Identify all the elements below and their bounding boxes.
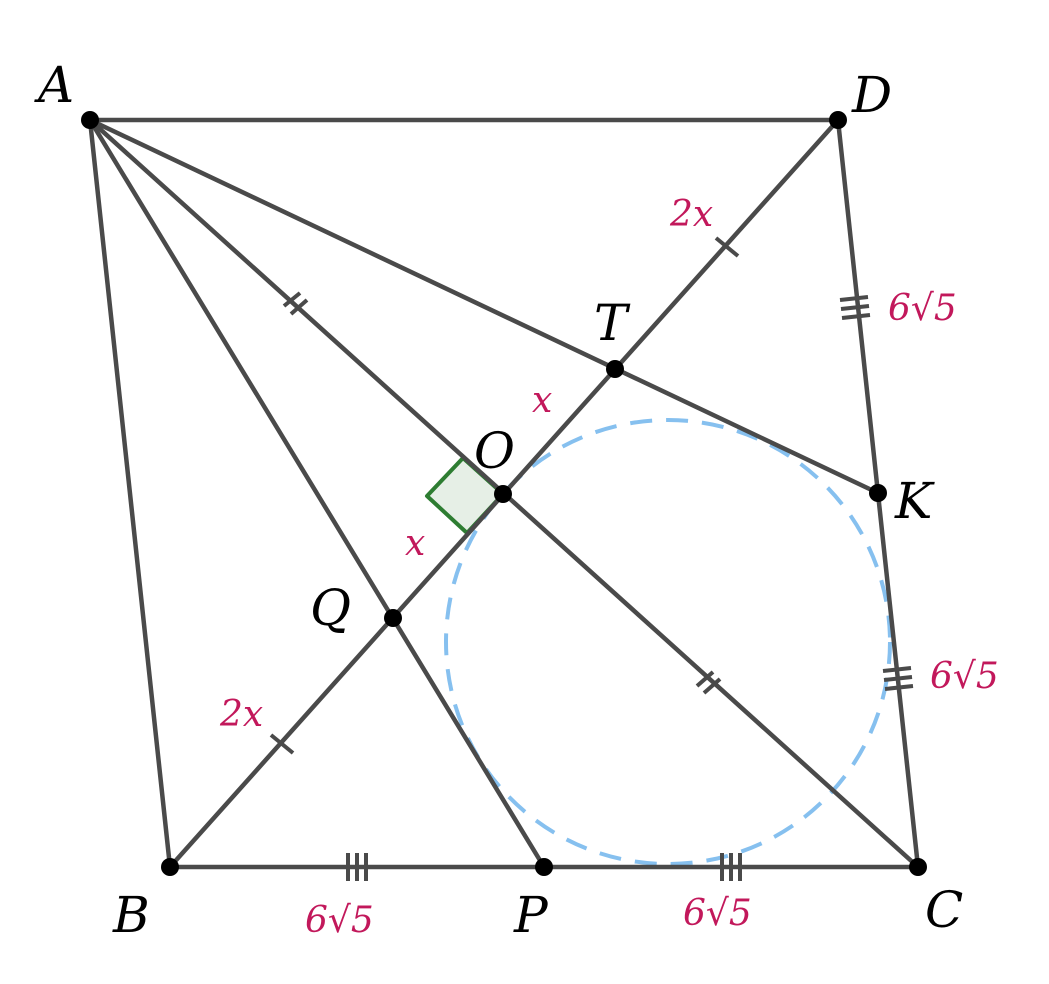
label-k: K: [894, 472, 935, 530]
label-a: A: [34, 56, 74, 114]
measure-oq: x: [405, 523, 425, 564]
measure-to: x: [532, 380, 552, 421]
triple-tick-bp: [346, 853, 368, 881]
tick-dt: [714, 236, 740, 258]
label-o: O: [474, 422, 515, 480]
point-t: [606, 360, 624, 378]
point-c: [909, 858, 927, 876]
segment-ak: [87, 117, 881, 496]
point-p: [535, 858, 553, 876]
measure-pc: 6√5: [683, 893, 752, 934]
tick-qb: [269, 733, 295, 755]
point-k: [869, 484, 887, 502]
measure-dt: 2x: [669, 194, 713, 235]
point-a: [81, 111, 99, 129]
triple-tick-pc: [720, 853, 742, 881]
measure-bp: 6√5: [305, 900, 374, 941]
point-d: [829, 111, 847, 129]
label-p: P: [513, 886, 549, 944]
measure-qb: 2x: [219, 694, 263, 735]
triple-tick-kc: [882, 666, 914, 691]
measure-kc: 6√5: [930, 656, 999, 697]
side-ab: [87, 117, 173, 870]
label-q: Q: [310, 579, 351, 637]
label-t: T: [594, 294, 631, 352]
measure-dk: 6√5: [888, 288, 957, 329]
inscribed-circle: [444, 418, 892, 866]
point-o: [494, 485, 512, 503]
triple-tick-dk: [839, 295, 871, 320]
segment-ap: [87, 117, 547, 870]
label-d: D: [851, 66, 892, 124]
double-tick-oc: [695, 670, 722, 695]
point-q: [384, 609, 402, 627]
double-tick-ao: [282, 291, 309, 316]
label-b: B: [112, 886, 150, 944]
point-b: [161, 858, 179, 876]
label-c: C: [925, 881, 963, 939]
